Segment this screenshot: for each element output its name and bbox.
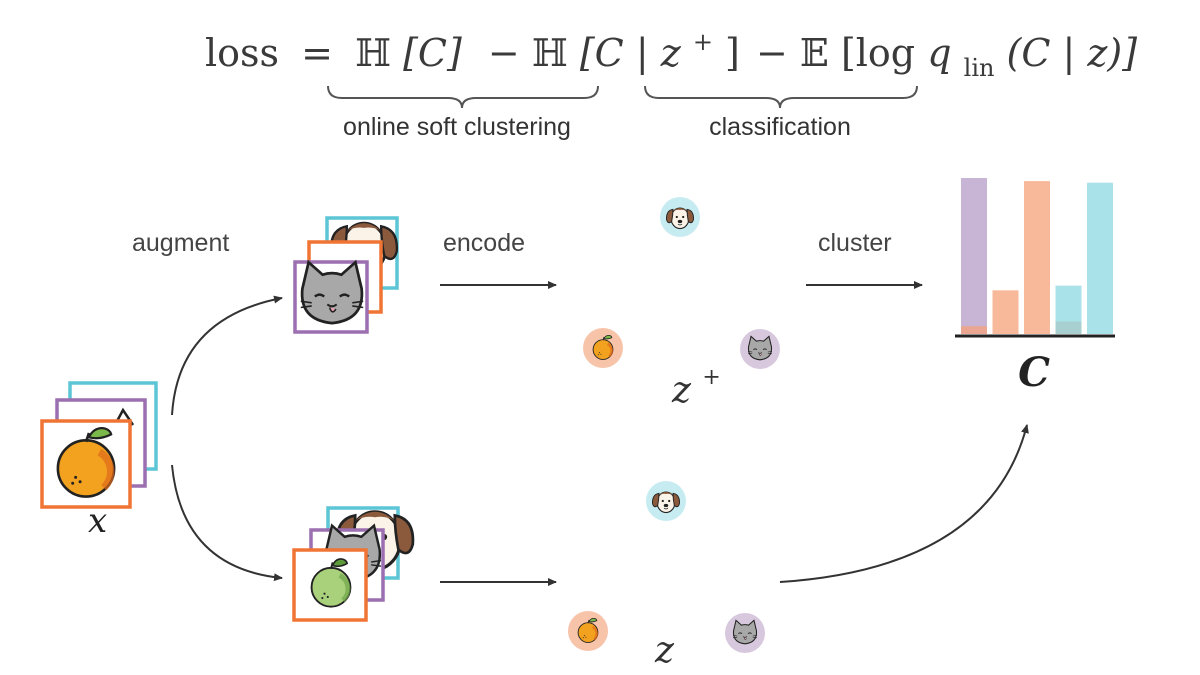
equals-sign: = xyxy=(301,31,333,75)
input-image-stack xyxy=(40,381,158,509)
classify-arrow xyxy=(779,424,1029,583)
augmented-stack-top xyxy=(293,216,399,334)
classification-brace xyxy=(644,85,918,109)
cond-entropy-arg: [C | z xyxy=(580,31,682,75)
entropy-symbol: ℍ xyxy=(355,31,391,75)
minus-sign-2: − xyxy=(756,31,788,75)
expectation-symbol: 𝔼 xyxy=(800,31,829,75)
bar-orange-3 xyxy=(1024,181,1050,334)
entropy-arg: [C] xyxy=(403,31,462,75)
augment-label: augment xyxy=(132,229,229,257)
cond-entropy-symbol: ℍ xyxy=(532,31,568,75)
cluster-label: cluster xyxy=(818,229,892,257)
variable-z-plus: z + xyxy=(671,365,721,411)
augmented-stack-bottom xyxy=(292,506,415,622)
clustering-label: online soft clustering xyxy=(343,113,571,141)
bar-orange-2 xyxy=(992,290,1019,334)
variable-z: z xyxy=(654,630,675,671)
q-symbol: q xyxy=(927,31,951,75)
cond-entropy-sup: + xyxy=(693,28,713,56)
variable-x: x xyxy=(88,501,107,541)
embedding-z xyxy=(568,481,765,653)
classification-label: classification xyxy=(709,113,851,141)
loss-formula: loss = ℍ [C] − ℍ [C | z + ] − 𝔼 [log q l… xyxy=(205,15,1137,85)
bar-cyan-4 xyxy=(1055,285,1082,334)
z-plus-sup: + xyxy=(702,365,720,390)
q-subscript: lin xyxy=(964,54,995,82)
cluster-bar-chart xyxy=(961,178,1113,334)
clustering-brace xyxy=(327,85,599,109)
classifier-arg: (C | z)] xyxy=(1007,31,1138,75)
minus-sign-1: − xyxy=(488,31,520,75)
log-term: [log xyxy=(841,31,927,75)
augment-arrow-top xyxy=(171,295,283,416)
augment-arrow-bottom xyxy=(171,464,283,582)
bar-cyan-5 xyxy=(1087,182,1113,334)
encode-label: encode xyxy=(443,229,525,257)
variable-C: C xyxy=(1018,349,1050,396)
bar-orange-1 xyxy=(961,326,987,334)
embedding-z-plus xyxy=(583,197,780,369)
z-plus-letter: z xyxy=(671,370,692,411)
bar-purple-1 xyxy=(961,178,987,334)
cond-entropy-close: ] xyxy=(725,31,740,75)
loss-word: loss xyxy=(205,31,279,75)
